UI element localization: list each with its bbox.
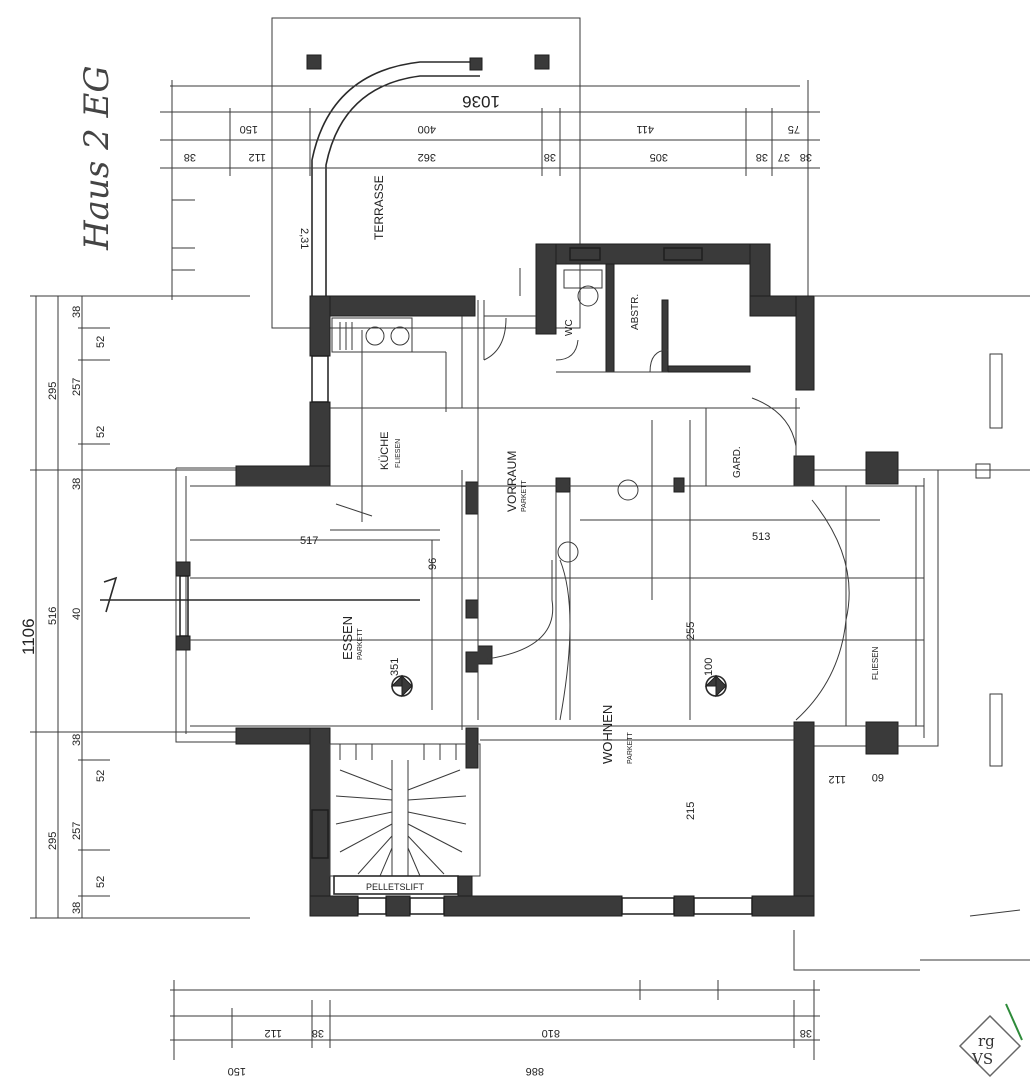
dim-left-sub-2: 52 [95,336,107,348]
room-label-essen: ESSEN [340,616,355,660]
label-pelletslift: PELLETSLIFT [366,882,425,892]
logo-text-bottom: VS [971,1050,993,1068]
dim-top-sub-4: 38 [544,151,556,163]
dim-terrace-stair: 2,31 [298,228,310,249]
room-label-terrasse: TERRASSE [372,175,386,240]
room-label-vorraum: VORRAUM [505,451,519,512]
room-labels: KÜCHE FLIESEN VORRAUM PARKETT ESSEN PARK… [340,294,880,892]
room-label-garderobe: GARD. [732,446,743,478]
logo-text-top: rg [978,1032,995,1050]
dim-left-total: 1106 [19,618,38,655]
dim-left-sub-8: 52 [95,770,107,782]
room-label-kueche: KÜCHE [379,431,391,470]
building-walls [175,243,939,917]
dim-left-sub-9: 257 [71,822,83,840]
dim-left-seg-3: 295 [47,832,59,850]
dim-left-sub-1: 38 [71,306,83,318]
dim-wohnen-width: 513 [752,531,770,543]
dim-bottom-seg-2: 112 [264,1027,282,1039]
dim-right-112: 112 [828,773,846,785]
room-label-kueche-floor: FLIESEN [395,439,402,468]
room-label-wohnen-floor: PARKETT [627,732,634,764]
level-mark-wohnen: 100 [703,658,715,676]
dim-left-sub-3: 257 [71,378,83,396]
dim-right-60: 60 [872,771,884,783]
bottom-dimension-lines: 150 112 38 810 38 886 [170,980,820,1077]
dim-bottom-seg-5: 38 [800,1027,812,1039]
level-mark-essen: 351 [389,658,401,676]
dim-top-sub-3: 362 [418,151,436,163]
interior-lines [190,268,1030,971]
room-label-fliesen: FLIESEN [871,646,880,680]
top-dimension-lines: 1036 150 400 411 75 38 112 362 38 305 38… [160,80,820,300]
dim-top-sub-7: 37 [778,151,790,163]
dim-bottom-seg-4: 810 [542,1027,560,1039]
dim-wohnen-depth: 255 [685,622,697,640]
dim-left-sub-6: 40 [71,608,83,620]
dim-bottom-total: 886 [526,1065,544,1077]
dim-left-sub-5: 38 [71,478,83,490]
windows [179,247,753,915]
company-logo: rg VS [958,1003,1023,1078]
dim-top-sub-6: 38 [756,151,768,163]
dim-wohnen-lower: 215 [685,802,697,820]
terrace-area: TERRASSE 2,31 [271,17,581,329]
dim-left-seg-2: 516 [47,607,59,625]
dim-left-seg-1: 295 [47,382,59,400]
room-label-wohnen: WOHNEN [600,705,615,764]
dim-essen-width: 517 [300,535,318,547]
dim-top-sub-5: 305 [650,151,668,163]
dim-bottom-seg-1: 150 [228,1065,246,1077]
misc-dimensions: 351 100 517 513 255 215 96 60 112 [300,531,884,820]
dim-top-seg-3: 411 [636,123,654,135]
room-label-abstr: ABSTR. [630,294,641,330]
dim-left-sub-10: 52 [95,876,107,888]
dim-top-seg-1: 150 [240,123,258,135]
dim-top-seg-4: 75 [788,123,800,135]
room-label-essen-floor: PARKETT [357,628,364,660]
dim-essen-sub: 96 [427,558,439,570]
room-label-vorraum-floor: PARKETT [521,480,528,512]
dim-top-total: 1036 [462,92,500,111]
dim-left-sub-4: 52 [95,426,107,438]
dim-top-sub-2: 112 [248,151,266,163]
plan-title: Haus 2 EG [77,66,117,252]
dim-top-sub-1: 38 [184,151,196,163]
dim-left-sub-11: 38 [71,902,83,914]
dim-left-sub-7: 38 [71,734,83,746]
room-label-wc: WC [564,319,575,336]
dim-top-seg-2: 400 [418,123,436,135]
dim-bottom-seg-3: 38 [312,1027,324,1039]
dim-top-sub-8: 38 [800,151,812,163]
left-dimension-lines: 1106 295 516 295 38 52 257 52 38 40 38 5… [19,295,420,919]
